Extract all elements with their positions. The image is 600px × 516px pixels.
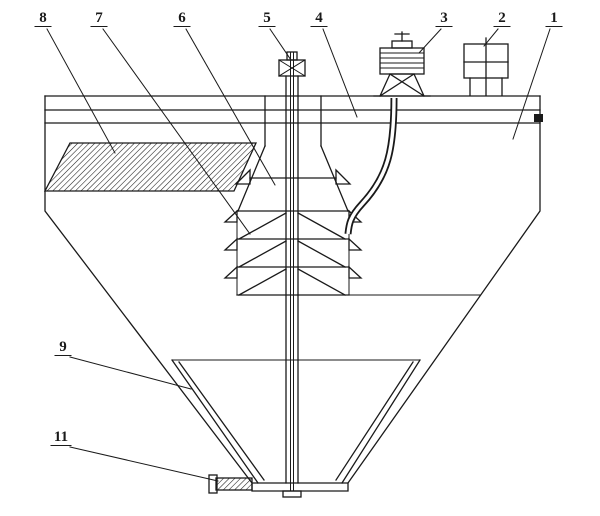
deflector-stack bbox=[223, 209, 363, 296]
callout-2-leader bbox=[483, 28, 499, 47]
callout-11-label: 11 bbox=[54, 429, 68, 445]
right-wall-hopper bbox=[347, 95, 541, 484]
feed-casing bbox=[264, 95, 322, 147]
callouts: 8 7 6 5 4 3 2 bbox=[34, 10, 563, 482]
inner-cone bbox=[171, 359, 421, 484]
feed-pipe-bore bbox=[346, 97, 396, 235]
callout-11-leader bbox=[69, 446, 219, 482]
callout-8-label: 8 bbox=[39, 10, 47, 26]
callout-3-label: 3 bbox=[440, 10, 448, 26]
callout-9-label: 9 bbox=[59, 339, 67, 355]
inner-cone-left-wall bbox=[171, 359, 265, 484]
motor-cap bbox=[391, 40, 413, 49]
callout-6-label: 6 bbox=[178, 10, 186, 26]
callout-3: 3 bbox=[418, 10, 453, 54]
shaft-top-cap bbox=[278, 59, 306, 77]
bottom-boot bbox=[251, 482, 349, 492]
box-details bbox=[463, 37, 509, 96]
feed-cone bbox=[234, 95, 352, 212]
hatched-plate bbox=[43, 142, 258, 192]
callout-4: 4 bbox=[310, 10, 358, 118]
shaft-cap-braces bbox=[278, 59, 306, 77]
wall-fitting bbox=[534, 114, 543, 122]
callout-8-leader bbox=[46, 28, 116, 154]
outlet-flange bbox=[208, 474, 218, 494]
callout-7: 7 bbox=[90, 10, 251, 235]
motor-stand bbox=[373, 73, 431, 97]
callout-5-label: 5 bbox=[263, 10, 271, 26]
callout-1-label: 1 bbox=[550, 10, 558, 26]
callout-11: 11 bbox=[50, 429, 219, 482]
tier-lines bbox=[236, 210, 350, 296]
tank-outline bbox=[44, 95, 543, 492]
shaft-foot bbox=[282, 490, 302, 498]
top-box bbox=[463, 37, 509, 96]
callout-2-label: 2 bbox=[498, 10, 506, 26]
tier-cones bbox=[238, 212, 346, 296]
shaft-rod bbox=[290, 51, 294, 492]
feed-pipe bbox=[344, 97, 398, 235]
outlet-nozzle bbox=[215, 477, 253, 491]
tier-fins bbox=[223, 209, 363, 279]
callout-3-leader bbox=[418, 28, 442, 54]
left-wall-hopper bbox=[44, 95, 253, 484]
inner-cone-right-wall bbox=[335, 359, 421, 484]
callout-7-label: 7 bbox=[95, 10, 103, 26]
callout-4-label: 4 bbox=[315, 10, 323, 26]
callout-4-leader bbox=[322, 28, 358, 118]
callout-1-leader bbox=[512, 28, 551, 140]
callout-5-leader bbox=[269, 28, 292, 61]
callout-6-leader bbox=[185, 28, 276, 186]
center-shaft bbox=[278, 51, 306, 498]
callout-5: 5 bbox=[258, 10, 292, 61]
callout-2: 2 bbox=[483, 10, 511, 47]
callout-7-leader bbox=[102, 28, 251, 235]
callout-1: 1 bbox=[512, 10, 563, 140]
callout-6: 6 bbox=[173, 10, 276, 186]
drive-unit bbox=[373, 31, 431, 97]
motor-spindle bbox=[394, 31, 410, 42]
bottom-outlet bbox=[208, 474, 253, 494]
callout-9-leader bbox=[69, 356, 192, 390]
callout-8: 8 bbox=[34, 10, 116, 154]
motor-fins bbox=[379, 52, 425, 69]
shaft-pipe bbox=[285, 75, 299, 484]
feed-cone-fins bbox=[234, 168, 352, 185]
callout-9: 9 bbox=[54, 339, 192, 390]
inclined-plate bbox=[43, 142, 258, 192]
motor-body bbox=[379, 47, 425, 75]
